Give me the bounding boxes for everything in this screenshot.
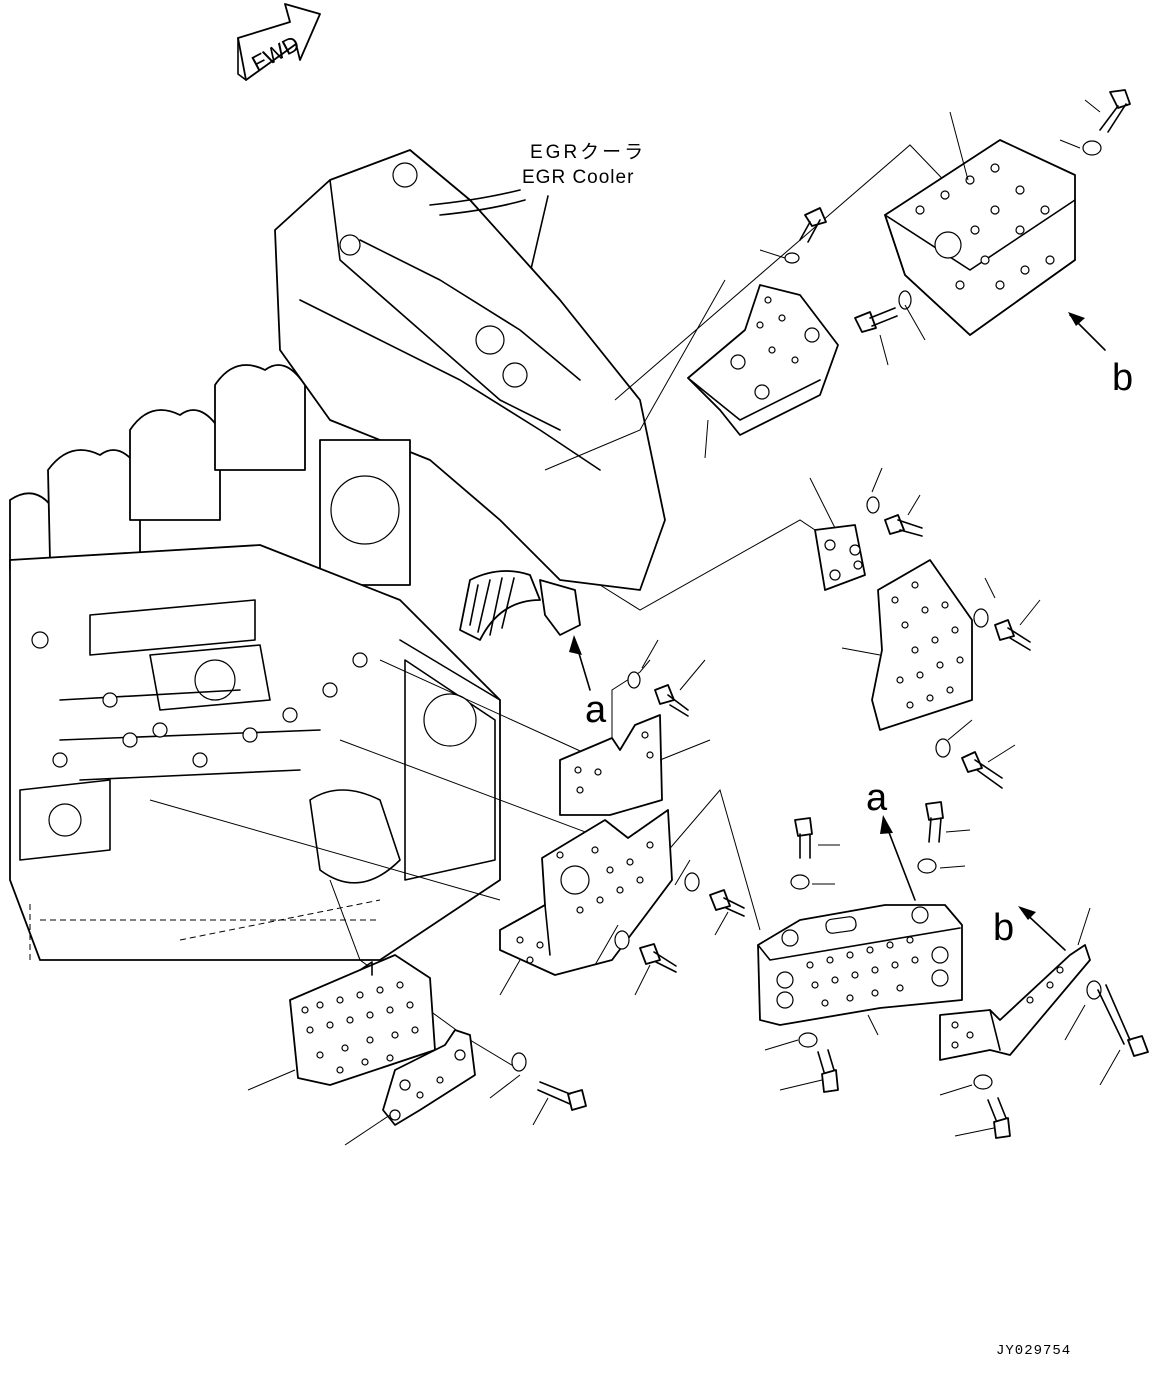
assembly-leader-lines [149,144,1031,1071]
ref-b-upper: b [1112,357,1133,399]
bracket-lower-right: b [939,906,1149,1139]
heat-shield-right-middle [841,559,1041,789]
engine-assembly [9,149,666,961]
egr-cooler-label-jp: EGRクーラ [530,141,646,163]
ref-b-lower: b [993,907,1014,949]
fwd-arrow: FWD [237,3,321,81]
heat-shield-lower-right: a [757,777,971,1093]
bracket-right-middle [809,467,923,591]
heat-shield-center [499,809,745,996]
ref-a-right: a [866,777,888,819]
ref-a-left: a [585,689,607,731]
heat-shield-upper-right: b [854,89,1133,399]
bracket-upper-middle [687,207,839,459]
egr-cooler-label-en: EGR Cooler [522,167,634,188]
bracket-lower-left [344,1029,587,1146]
bracket-center: a [559,635,711,816]
drawing-id: JY029754 [996,1343,1071,1359]
egr-cooler-callout: EGRクーラ EGR Cooler [521,141,646,283]
